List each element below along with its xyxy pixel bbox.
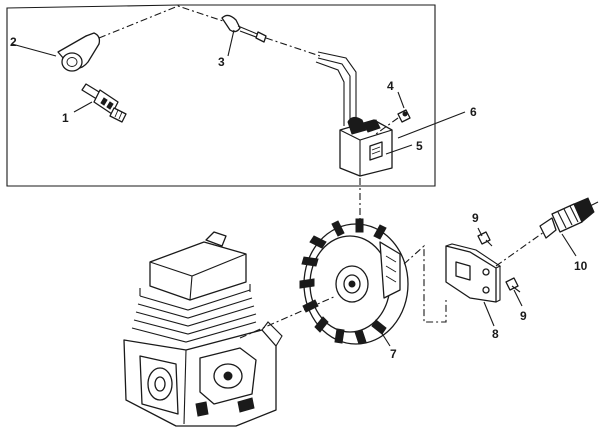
callout-6: 6 <box>470 105 477 119</box>
callout-9-lower: 9 <box>520 309 527 323</box>
engine-cylinder <box>123 231 283 427</box>
callout-8: 8 <box>492 327 499 341</box>
screw-upper <box>477 231 493 247</box>
screw-lower <box>505 277 521 293</box>
callout-2: 2 <box>10 35 17 49</box>
spark-plug-boot <box>57 32 101 72</box>
callout-3: 3 <box>218 55 225 69</box>
callout-5: 5 <box>416 139 423 153</box>
callout-10: 10 <box>574 259 588 273</box>
callout-7: 7 <box>390 347 397 361</box>
callout-9-upper: 9 <box>472 211 479 225</box>
coil-screw <box>375 109 411 135</box>
ignition-lead <box>98 5 321 57</box>
ignition-coil <box>339 116 393 177</box>
callout-4: 4 <box>387 79 394 93</box>
assembly-frame <box>6 4 436 187</box>
bracket-plate <box>445 243 502 303</box>
coil-wire <box>315 51 357 126</box>
callout-1: 1 <box>62 111 69 125</box>
spark-plug <box>81 83 127 123</box>
stop-switch-connector <box>495 197 599 267</box>
flywheel <box>299 218 409 345</box>
